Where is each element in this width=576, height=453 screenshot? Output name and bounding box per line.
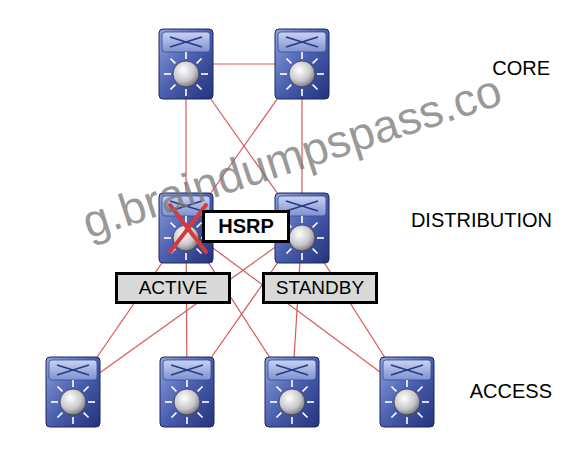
tier-label: ACCESS: [470, 381, 552, 401]
box-label: STANDBY: [276, 277, 364, 299]
tier-label: CORE: [492, 58, 550, 78]
box-label: HSRP: [218, 215, 274, 238]
protocol-box: HSRP: [202, 210, 290, 243]
tier-label: DISTRIBUTION: [411, 210, 552, 230]
multilayer-switch-icon: [160, 357, 214, 427]
multilayer-switch-icon: [46, 357, 100, 427]
state-box: ACTIVE: [115, 272, 231, 304]
multilayer-switch-icon: [159, 29, 213, 99]
state-box: STANDBY: [262, 272, 378, 304]
multilayer-switch-icon: [265, 357, 319, 427]
multilayer-switch-icon: [380, 357, 434, 427]
box-label: ACTIVE: [139, 277, 208, 299]
multilayer-switch-icon: [275, 29, 329, 99]
